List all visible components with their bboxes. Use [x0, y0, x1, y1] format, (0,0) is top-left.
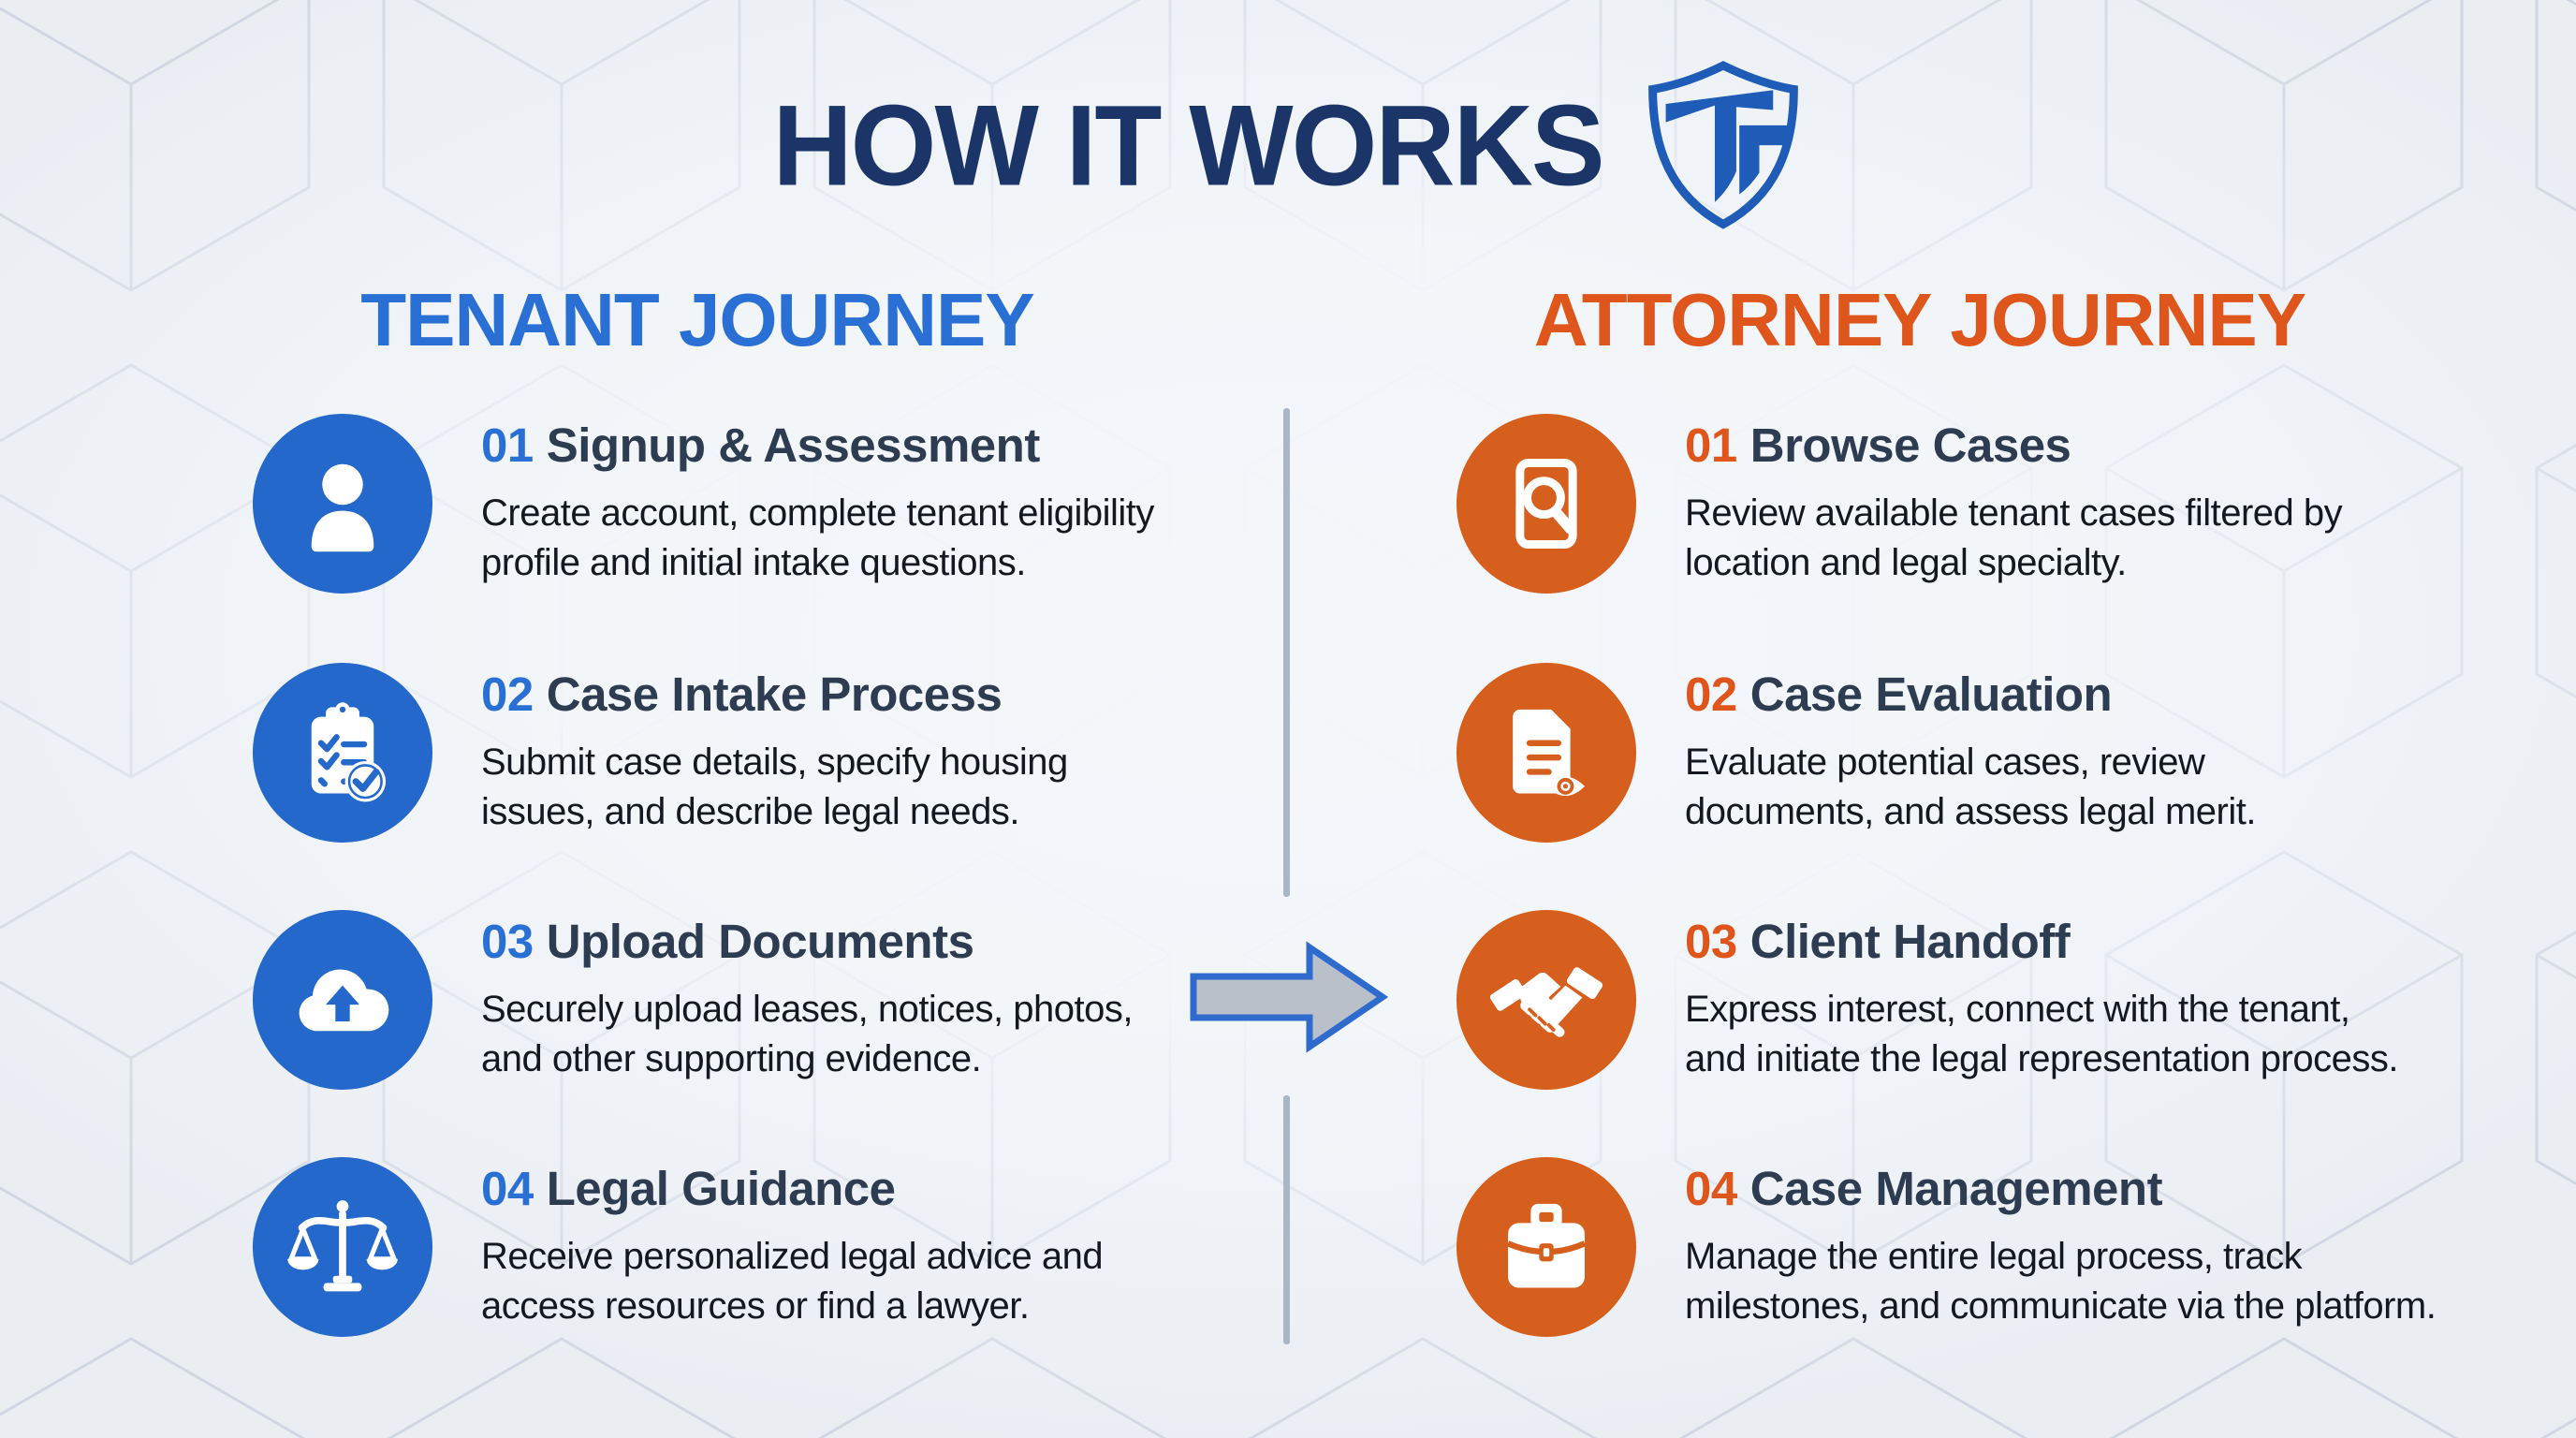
- step-description: Receive personalized legal advice and ac…: [481, 1236, 1104, 1327]
- step-description: Express interest, connect with the tenan…: [1685, 989, 2398, 1079]
- step-title-text: Legal Guidance: [546, 1162, 896, 1215]
- step-title-text: Case Evaluation: [1749, 668, 2113, 721]
- page-title: HOW IT WORKS: [772, 81, 1604, 211]
- tenant-journey-heading: TENANT JOURNEY: [360, 278, 1034, 361]
- briefcase-icon: [1506, 1203, 1587, 1288]
- step-description: Manage the entire legal process, track m…: [1685, 1236, 2437, 1327]
- tenant-step-3-circle: [253, 910, 432, 1090]
- attorney-step-2-circle: [1456, 663, 1636, 843]
- step-title-text: Case Management: [1749, 1162, 2163, 1215]
- clipboard-check-icon: [311, 702, 387, 802]
- document-eye-icon: [1513, 709, 1585, 797]
- flow-arrow-right-icon: [1190, 941, 1389, 1053]
- tenant-step-1-circle: [253, 414, 432, 594]
- handshake-icon: [1489, 967, 1603, 1037]
- attorney-journey-heading: ATTORNEY JOURNEY: [1533, 278, 2306, 361]
- step-number: 01: [1685, 418, 1737, 472]
- step-title-text: Client Handoff: [1749, 915, 2071, 968]
- scales-icon: [287, 1200, 398, 1292]
- step-number: 02: [481, 668, 534, 721]
- step-description: Securely upload leases, notices, photos,…: [481, 989, 1134, 1079]
- step-number: 01: [481, 418, 534, 472]
- column-divider-top: [1283, 408, 1290, 897]
- column-divider-bottom: [1283, 1095, 1290, 1344]
- document-search-icon: [1515, 459, 1577, 549]
- tg-shield-logo-icon: [1647, 60, 1798, 229]
- step-number: 02: [1685, 668, 1737, 721]
- step-number: 04: [1685, 1162, 1737, 1215]
- attorney-step-1-circle: [1456, 414, 1636, 594]
- step-title-text: Upload Documents: [546, 915, 974, 968]
- tenant-step-2-circle: [253, 663, 432, 843]
- step-number: 03: [1685, 915, 1737, 968]
- step-number: 04: [481, 1162, 534, 1215]
- cloud-upload-icon: [299, 969, 389, 1032]
- step-description: Create account, complete tenant eligibil…: [481, 492, 1154, 583]
- step-number: 03: [481, 915, 534, 968]
- step-description: Evaluate potential cases, review documen…: [1685, 741, 2256, 832]
- step-description: Submit case details, specify housing iss…: [481, 741, 1068, 832]
- step-title-text: Browse Cases: [1749, 418, 2071, 472]
- header: HOW IT WORKS: [0, 54, 2576, 238]
- step-description: Review available tenant cases filtered b…: [1685, 492, 2343, 583]
- attorney-step-3-circle: [1456, 910, 1636, 1090]
- tenant-step-4-circle: [253, 1157, 432, 1337]
- step-title-text: Signup & Assessment: [546, 418, 1041, 472]
- attorney-step-4-circle: [1456, 1157, 1636, 1337]
- user-icon: [311, 463, 374, 552]
- step-title-text: Case Intake Process: [546, 668, 1003, 721]
